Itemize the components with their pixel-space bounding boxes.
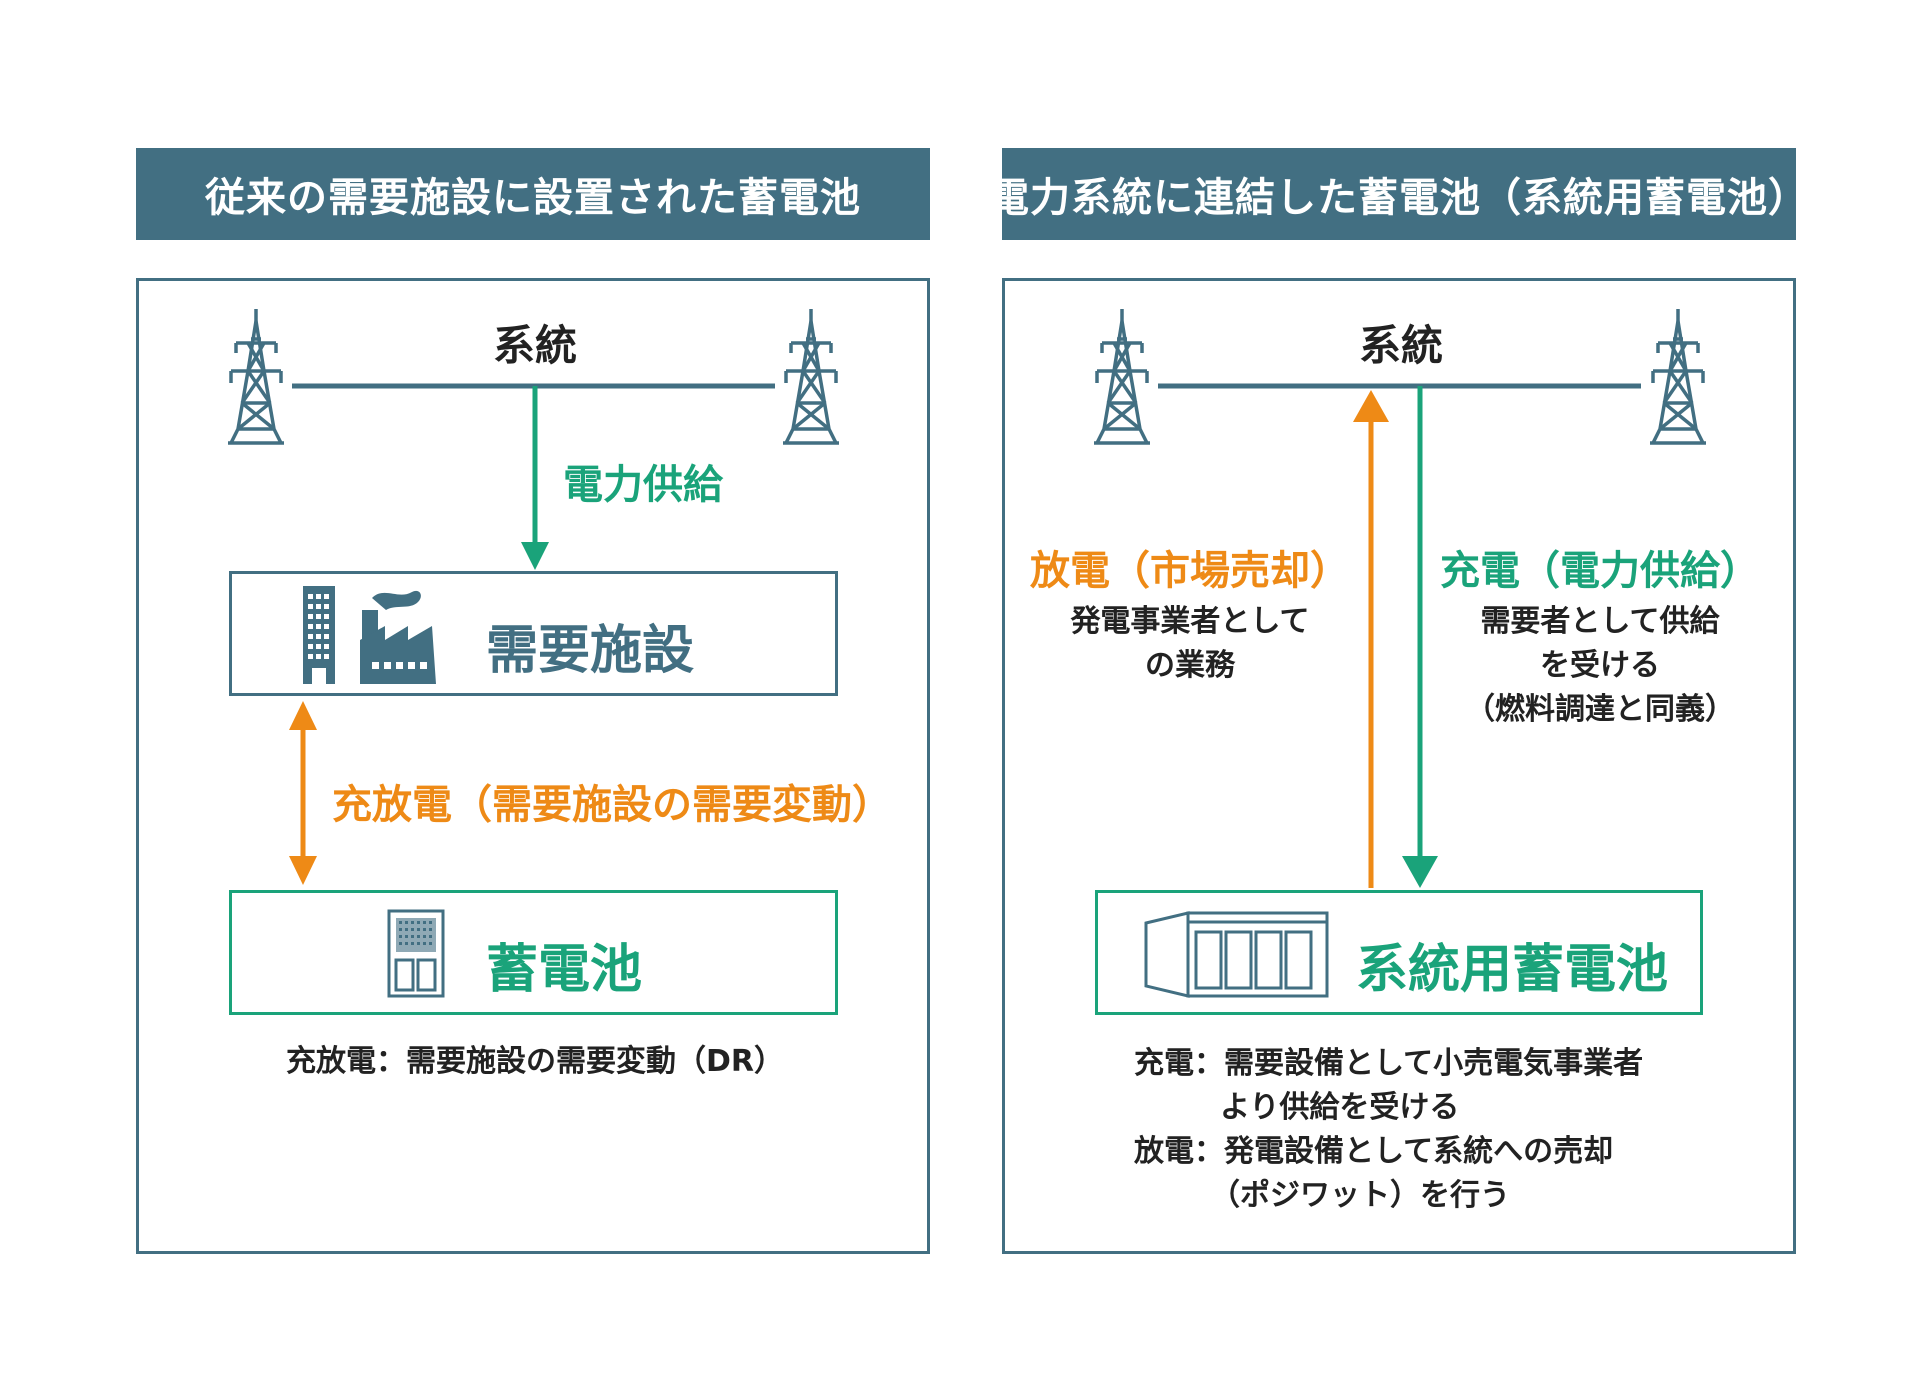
charge-block: 充電（電力供給） 需要者として供給 を受ける （燃料調達と同義） (1420, 538, 1780, 732)
right-notes: 充電：需要設備として小売電気事業者 より供給を受ける 放電：発電設備として系統へ… (1134, 1042, 1643, 1218)
discharge-title: 放電（市場売却） (1030, 548, 1350, 594)
transmission-tower-icon (226, 307, 286, 445)
demand-facility-label: 需要施設 (486, 621, 695, 681)
transmission-tower-icon (1648, 307, 1708, 445)
left-supply-arrow (521, 386, 549, 570)
left-battery-label: 蓄電池 (486, 940, 643, 1000)
left-charge-discharge-label: 充放電（需要施設の需要変動） (332, 782, 892, 828)
discharge-arrow (1353, 390, 1389, 888)
discharge-line-2: の業務 (1145, 648, 1235, 683)
charge-line-1: 需要者として供給 (1480, 604, 1720, 639)
charge-line-2: を受ける (1540, 648, 1660, 683)
discharge-block: 放電（市場売却） 発電事業者として の業務 (1010, 538, 1370, 688)
charge-title: 充電（電力供給） (1440, 548, 1760, 594)
right-panel (1002, 278, 1796, 1254)
left-supply-label: 電力供給 (563, 462, 723, 508)
transmission-tower-icon (781, 307, 841, 445)
right-note-2: より供給を受ける (1220, 1090, 1460, 1125)
building-icon (303, 586, 335, 684)
grid-battery-box: 系統用蓄電池 (1095, 890, 1703, 1015)
grid-battery-label: 系統用蓄電池 (1356, 940, 1669, 1000)
left-battery-box: 蓄電池 (229, 890, 838, 1015)
demand-facility-box: 需要施設 (229, 571, 838, 696)
right-panel-header: 電力系統に連結した蓄電池（系統用蓄電池） (989, 148, 1808, 240)
battery-cabinet-icon (387, 909, 445, 998)
right-grid-label: 系統 (1358, 321, 1443, 370)
right-note-3: 放電：発電設備として系統への売却 (1134, 1134, 1614, 1169)
transmission-tower-icon (1092, 307, 1152, 445)
left-panel-header: 従来の需要施設に設置された蓄電池 (136, 148, 930, 240)
grid-battery-container-icon (1144, 911, 1329, 998)
left-note: 充放電：需要施設の需要変動（DR） (286, 1044, 785, 1079)
left-grid-label: 系統 (492, 321, 577, 370)
charge-arrow (1402, 386, 1438, 888)
factory-icon (360, 590, 436, 684)
charge-line-3: （燃料調達と同義） (1465, 692, 1735, 727)
discharge-line-1: 発電事業者として (1070, 604, 1310, 639)
left-charge-discharge-arrow (289, 701, 317, 885)
right-note-4: （ポジワット）を行う (1210, 1178, 1510, 1213)
right-note-1: 充電：需要設備として小売電気事業者 (1134, 1046, 1644, 1081)
left-panel (136, 278, 930, 1254)
